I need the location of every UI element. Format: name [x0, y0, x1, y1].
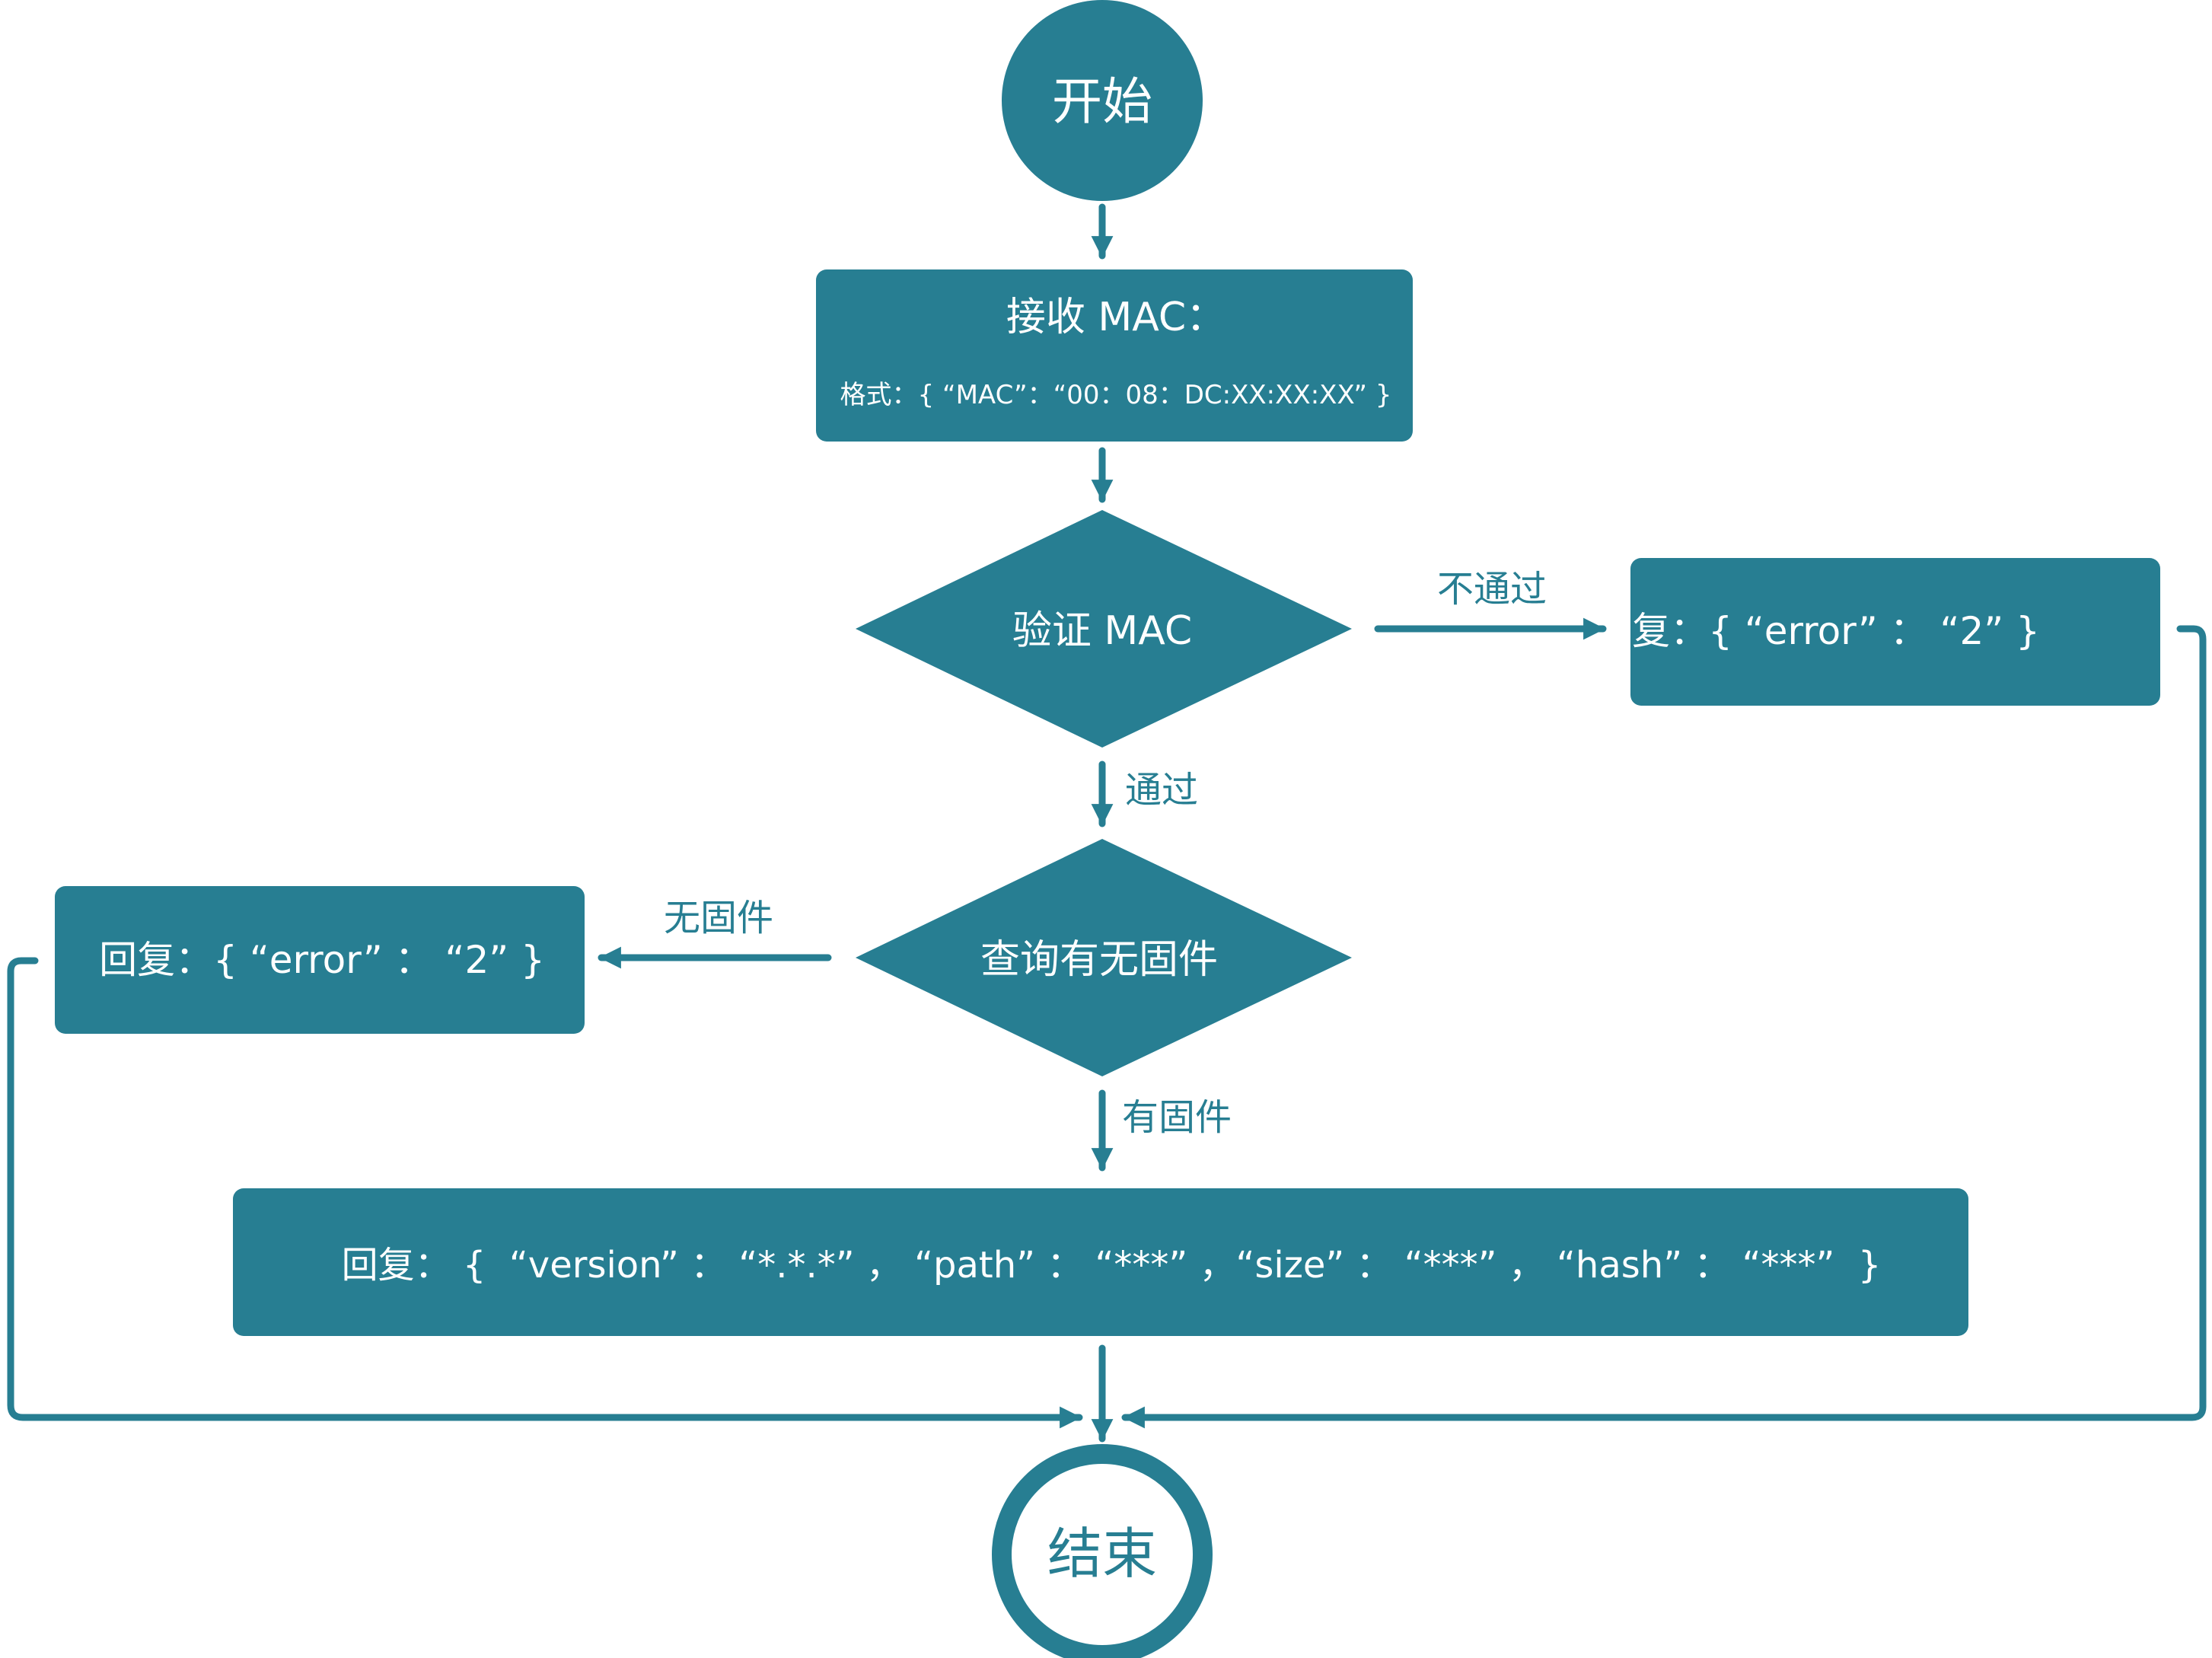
receive-mac-title: 接收 MAC： — [1006, 295, 1226, 340]
verify-mac-decision: 验证 MAC — [856, 510, 1352, 748]
edge-label-fail: 不通过 — [1437, 568, 1547, 611]
reply-error-left-box: 回复：{ “error” ： “2” } — [55, 886, 585, 1034]
reply-success-label: 回复： { “version” ： “*.*.*” ， “path” ： “**… — [342, 1244, 1882, 1287]
edge-right-error-to-end — [1121, 625, 2207, 1429]
receive-mac-box: 接收 MAC： 格式：{ “MAC”：“00：08：DC:XX:XX:XX” } — [816, 269, 1413, 442]
edge-left-error-to-end — [7, 957, 1083, 1429]
reply-error-right-label: 回复：{ “error” ： “2” } — [1594, 609, 2040, 653]
start-label: 开始 — [1052, 72, 1152, 131]
reply-error-left-label: 回复：{ “error” ： “2” } — [99, 938, 545, 982]
verify-mac-label: 验证 MAC — [1012, 608, 1192, 654]
reply-error-right-box: 回复：{ “error” ： “2” } — [1594, 558, 2160, 706]
reply-success-box: 回复： { “version” ： “*.*.*” ， “path” ： “**… — [233, 1188, 1968, 1336]
end-node: 结束 — [992, 1444, 1213, 1658]
query-firmware-decision: 查询有无固件 — [856, 839, 1352, 1076]
start-node: 开始 — [1002, 0, 1203, 201]
edge-label-has-firmware: 有固件 — [1122, 1096, 1232, 1139]
edge-label-no-firmware: 无固件 — [664, 897, 773, 939]
end-label: 结束 — [1047, 1522, 1157, 1586]
receive-mac-format: 格式：{ “MAC”：“00：08：DC:XX:XX:XX” } — [840, 380, 1392, 410]
query-firmware-label: 查询有无固件 — [980, 937, 1218, 983]
edge-label-pass: 通过 — [1125, 769, 1198, 811]
